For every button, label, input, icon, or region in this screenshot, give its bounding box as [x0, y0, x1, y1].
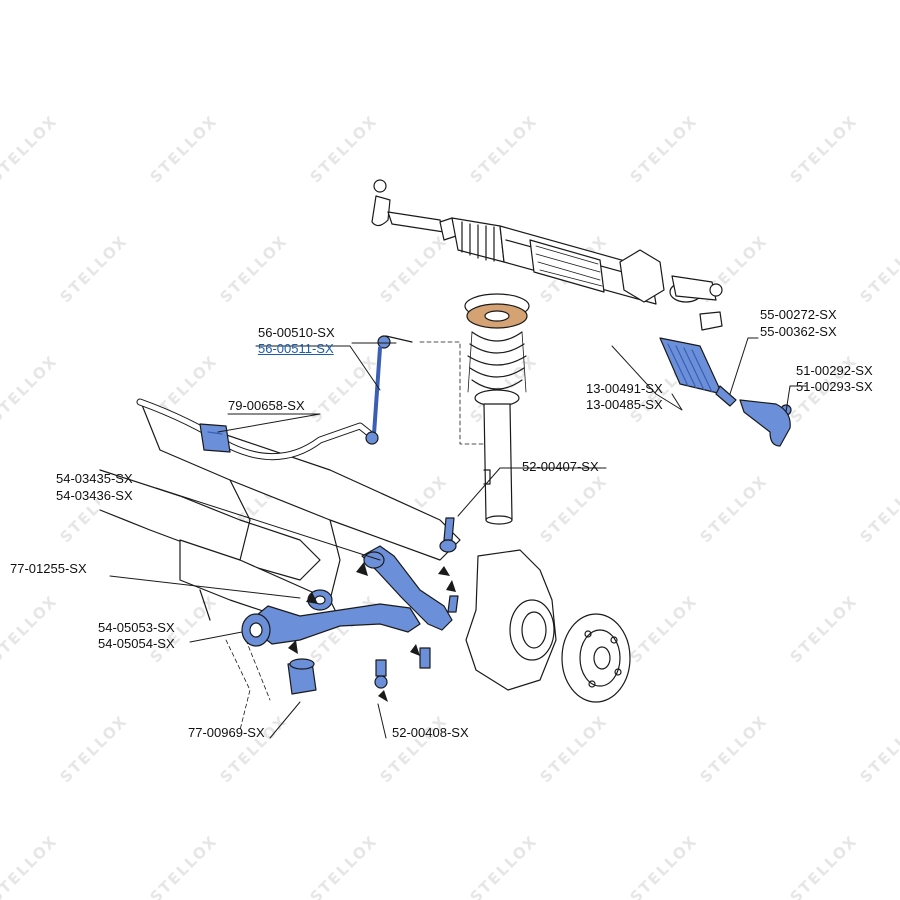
part-label-51-00293[interactable]: 51-00293-SX: [796, 379, 873, 394]
knuckle-hub: [465, 549, 631, 703]
part-label-13-00491[interactable]: 13-00491-SX: [586, 381, 663, 396]
lower-control-arm: [241, 603, 421, 695]
part-label-52-00408[interactable]: 52-00408-SX: [392, 725, 469, 740]
part-label-13-00485[interactable]: 13-00485-SX: [586, 397, 663, 412]
arrow-heads: [288, 562, 456, 702]
part-label-55-00272[interactable]: 55-00272-SX: [760, 307, 837, 322]
part-label-52-00407[interactable]: 52-00407-SX: [522, 459, 599, 474]
stabilizer-link: [365, 335, 413, 445]
leader-lines: [109, 337, 807, 739]
part-label-56-00510[interactable]: 56-00510-SX: [258, 325, 335, 340]
part-label-54-03436[interactable]: 54-03436-SX: [56, 488, 133, 503]
part-label-54-05053[interactable]: 54-05053-SX: [98, 620, 175, 635]
part-label-55-00362[interactable]: 55-00362-SX: [760, 324, 837, 339]
part-label-51-00292[interactable]: 51-00292-SX: [796, 363, 873, 378]
part-label-56-00511[interactable]: 56-00511-SX: [258, 341, 334, 356]
subframe: [99, 399, 461, 731]
ball-joints: [374, 517, 459, 689]
part-label-54-05054[interactable]: 54-05054-SX: [98, 636, 175, 651]
strut-assembly: [419, 293, 530, 525]
part-label-77-01255[interactable]: 77-01255-SX: [10, 561, 87, 576]
part-label-77-00969[interactable]: 77-00969-SX: [188, 725, 265, 740]
part-label-79-00658[interactable]: 79-00658-SX: [228, 398, 305, 413]
part-label-54-03435[interactable]: 54-03435-SX: [56, 471, 133, 486]
steering-rack: [371, 179, 792, 447]
